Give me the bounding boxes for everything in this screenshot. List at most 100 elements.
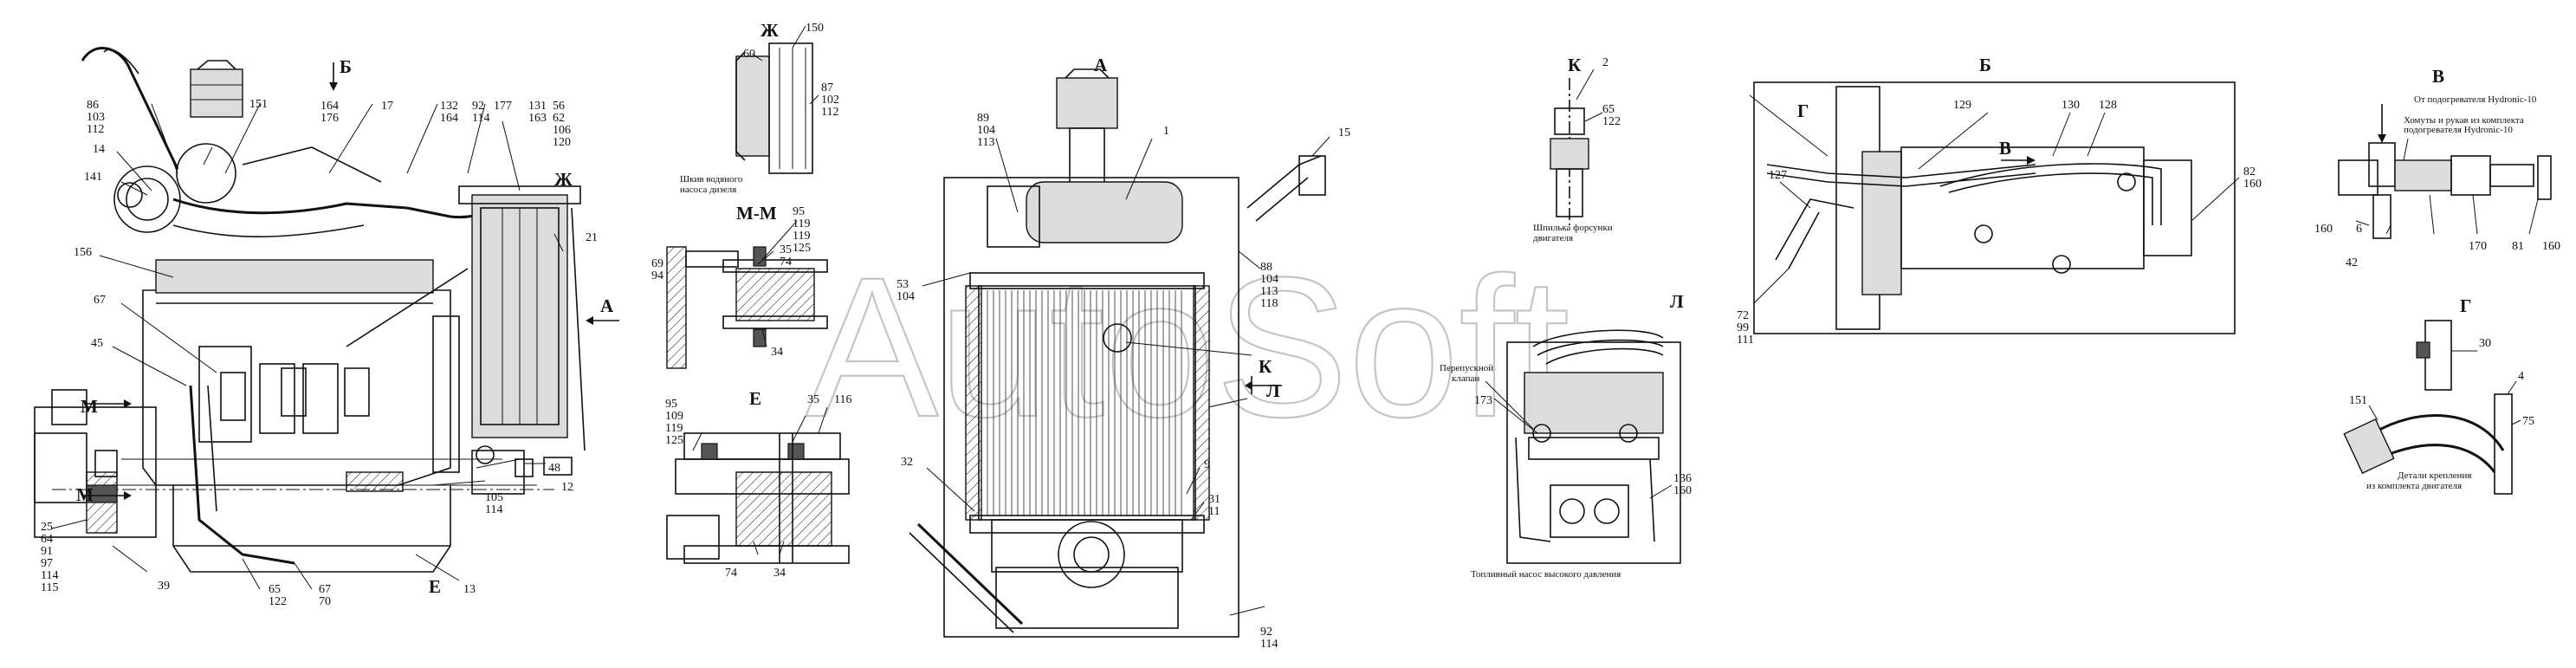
label-156: 156 — [74, 246, 92, 259]
mm-frame — [666, 246, 687, 369]
label-75: 75 — [2522, 415, 2534, 428]
label-42: 42 — [2346, 256, 2358, 269]
label-21: 21 — [586, 231, 598, 244]
label-151: 151 — [249, 98, 268, 111]
label-17: 17 — [381, 100, 393, 113]
air-filter-cap — [190, 68, 243, 118]
view-A-heading: А — [1094, 55, 1108, 75]
section-mark-V: В — [1999, 138, 2011, 159]
view-G-heading: Г — [2460, 295, 2471, 316]
flywheel-housing — [1861, 151, 1902, 295]
view-A: А — [896, 55, 1350, 651]
label-34-mm: 34 — [771, 346, 783, 359]
label-129: 129 — [1953, 99, 1971, 112]
label-141: 141 — [84, 171, 102, 184]
mm-rubber-mount — [735, 268, 815, 321]
view-V: В От подогревателя Hydronic-10 Хомуты и … — [2314, 66, 2560, 269]
view-L-frame — [1506, 341, 1681, 564]
label-48: 48 — [548, 462, 560, 475]
watermark: AutoSoft — [806, 236, 1570, 458]
heater-source-note: От подогревателя Hydronic-10 — [2414, 94, 2537, 105]
view-Zh-heading: Ж — [761, 20, 779, 41]
view-L-caption: Топливный насос высокого давления — [1471, 569, 1621, 580]
view-B-heading: Б — [1979, 55, 1991, 75]
view-V-heading: В — [2432, 66, 2444, 87]
label-14: 14 — [93, 143, 105, 156]
label-160-v-right: 160 — [2542, 240, 2560, 253]
section-mark-M-top: М — [81, 396, 98, 417]
section-arrow-Zh: Ж — [554, 169, 573, 190]
section-mark-M-bottom: М — [76, 484, 94, 505]
section-arrow-A: А — [600, 295, 614, 316]
e-rubber-mount — [735, 471, 832, 547]
label-13: 13 — [463, 583, 476, 596]
water-pump-pulley — [735, 55, 770, 157]
view-B-frame — [1753, 81, 2236, 334]
section-mark-G: Г — [1797, 101, 1809, 121]
label-127: 127 — [1769, 169, 1787, 182]
label-170: 170 — [2469, 240, 2487, 253]
label-45: 45 — [91, 337, 103, 350]
label-177: 177 — [494, 100, 512, 113]
section-arrow-B: Б — [340, 56, 352, 77]
label-74-e: 74 — [725, 567, 737, 580]
view-K-heading: К — [1568, 55, 1582, 75]
air-cleaner-body — [1026, 181, 1183, 243]
label-130: 130 — [2061, 99, 2080, 112]
label-67: 67 — [94, 294, 106, 307]
label-39: 39 — [158, 580, 170, 593]
view-L-heading: Л — [1670, 291, 1684, 312]
label-12: 12 — [561, 481, 573, 494]
label-151-g: 151 — [2349, 394, 2367, 407]
label-173: 173 — [1474, 394, 1492, 407]
label-60: 60 — [743, 48, 755, 61]
label-6: 6 — [2356, 223, 2362, 236]
section-mark-L: Л — [1266, 380, 1280, 401]
section-E-heading: Е — [749, 388, 761, 409]
label-34-e: 34 — [773, 567, 786, 580]
label-15: 15 — [1338, 126, 1350, 139]
label-1: 1 — [1163, 125, 1169, 138]
air-cleaner — [113, 165, 181, 233]
label-116: 116 — [834, 393, 851, 406]
label-30: 30 — [2479, 337, 2491, 350]
main-side-view — [34, 47, 619, 590]
section-MM-heading: М-М — [736, 203, 777, 224]
label-128: 128 — [2099, 99, 2117, 112]
section-mark-E: Е — [429, 576, 441, 597]
label-35-e: 35 — [807, 393, 819, 406]
